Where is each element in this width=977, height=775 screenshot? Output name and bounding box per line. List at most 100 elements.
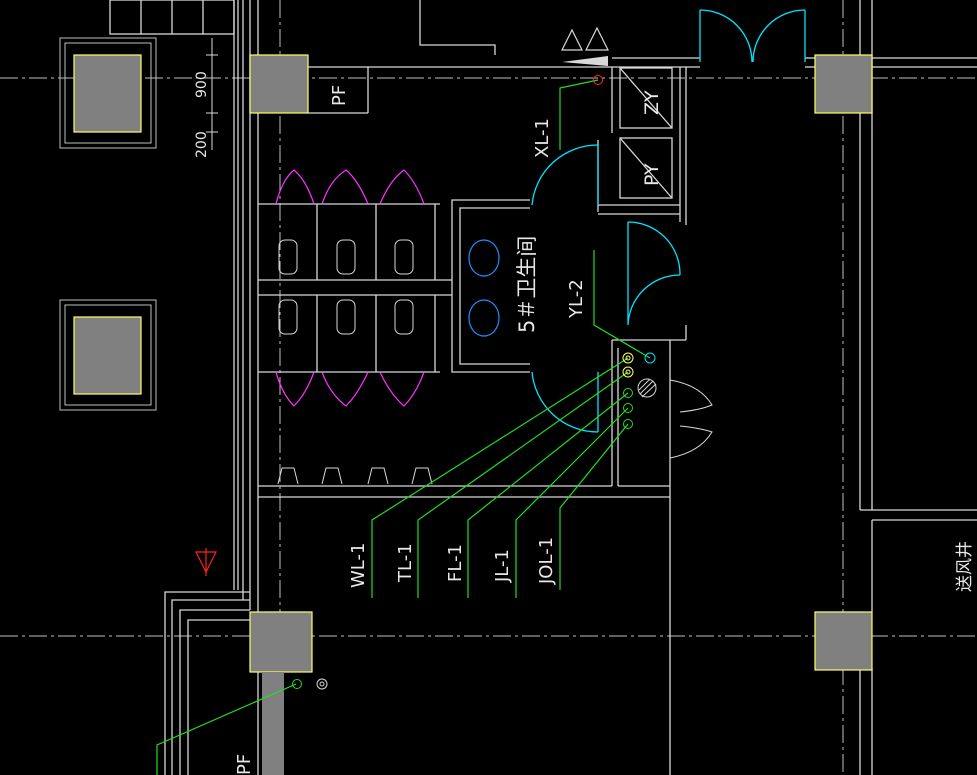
shaft-diagonal (619, 67, 673, 129)
door-swing (531, 371, 599, 433)
pipe-node-outlet-valve (316, 678, 328, 690)
toilet (394, 239, 414, 275)
warning-marker (561, 28, 583, 51)
stall-door-arc (321, 169, 369, 205)
stall-doors (275, 169, 425, 407)
column-left-mid-core (73, 316, 142, 395)
pipe-nodes (292, 75, 657, 690)
door-leaf (669, 425, 713, 459)
stall-door-arc (379, 169, 425, 205)
urinals (277, 467, 433, 485)
wall (459, 207, 530, 365)
wall (164, 591, 250, 775)
room-label-pf-top: PF (329, 85, 350, 106)
pipe-label-xl1: XL-1 (532, 118, 553, 158)
leader-jl1 (515, 407, 629, 598)
toilet (278, 239, 298, 275)
room-label-py: PY (641, 163, 663, 186)
column-grid-c (249, 611, 313, 673)
floor-drain-hatch (641, 383, 657, 398)
pipe-label-yl2: YL-2 (566, 279, 587, 319)
columns (59, 37, 873, 775)
shaft-diagonal (619, 137, 673, 199)
dimension-200: 200 (194, 131, 210, 158)
room-label-pf-bottom: PF (234, 754, 255, 775)
outlet-shaft (262, 672, 284, 775)
urinal (321, 467, 343, 485)
pipe-node-green (623, 403, 633, 413)
leader-yl2 (593, 250, 651, 359)
room-label-air-shaft: 送风井 (955, 541, 975, 592)
pipe-node-green (623, 419, 633, 429)
labels: 5＃卫生间 PF ZY PY PF 送风井 900 200 XL-1 YL-2 … (194, 71, 975, 775)
door-swing (627, 274, 681, 326)
toilet (394, 299, 414, 335)
column-left-top (59, 37, 157, 149)
room-label: 5＃卫生间 (515, 236, 539, 333)
column-grid-a (249, 54, 309, 114)
floor-drain-hatch (638, 378, 651, 391)
stall-door-arc (321, 371, 369, 407)
floor-drain-hatch (639, 380, 654, 395)
door-swing (752, 9, 806, 63)
toilet (278, 299, 298, 335)
column-grid-d (814, 611, 873, 671)
pipe-label-wl1: WL-1 (348, 543, 369, 588)
dimension-marks (206, 38, 218, 150)
column-left-mid (59, 299, 157, 411)
wall (179, 609, 250, 775)
pipe-node-yellow (622, 352, 634, 364)
pipe-leaders (156, 79, 651, 775)
dimension-900: 900 (194, 71, 210, 98)
basin (468, 239, 500, 277)
toilets (278, 239, 414, 335)
pipe-node-yellow-inner (625, 369, 631, 375)
column-grid-b (814, 54, 873, 114)
pipe-node-outlet-valve-inner (319, 681, 325, 687)
pipe-label-fl1: FL-1 (445, 544, 466, 582)
leader-jol1 (559, 423, 629, 590)
shaft-zy (619, 67, 673, 129)
pipe-node-outlet (292, 679, 302, 689)
wall (171, 599, 250, 775)
column-left-top-core (73, 54, 142, 133)
wall (451, 199, 530, 373)
door-swing (627, 221, 681, 276)
pipe-label-jol1: JOL-1 (536, 537, 557, 585)
doors (531, 9, 806, 433)
leader-xl1 (559, 79, 599, 150)
basins (468, 239, 500, 337)
leader-outlet (156, 683, 297, 775)
leader-fl1 (467, 392, 629, 598)
side-doors (669, 379, 713, 459)
pipe-label-jl1: JL-1 (492, 549, 513, 583)
toilet (336, 299, 356, 335)
toilet (336, 239, 356, 275)
room-label-zy: ZY (641, 90, 663, 115)
wall (187, 619, 250, 775)
door-swing (699, 9, 753, 63)
pipe-node-green (623, 388, 633, 398)
shaft-py (619, 137, 673, 199)
door-swing (531, 144, 599, 206)
fan-marker (562, 56, 608, 66)
stall-door-arc (275, 371, 315, 407)
urinal (277, 467, 299, 485)
warning-marker (585, 26, 609, 51)
pipe-label-tl1: TL-1 (395, 543, 416, 583)
urinal (411, 467, 433, 485)
leader-wl1 (371, 357, 629, 598)
stall-door-arc (275, 169, 315, 205)
column-left-mid-inner (64, 304, 152, 406)
stall-door-arc (379, 371, 425, 407)
pipe-node-red (593, 75, 603, 85)
leader-tl1 (417, 371, 629, 598)
wall (419, 0, 496, 55)
column-left-top-inner (64, 42, 152, 144)
pipe-node-cyan (644, 352, 656, 364)
basin (468, 299, 500, 337)
floor-drain (637, 378, 657, 398)
